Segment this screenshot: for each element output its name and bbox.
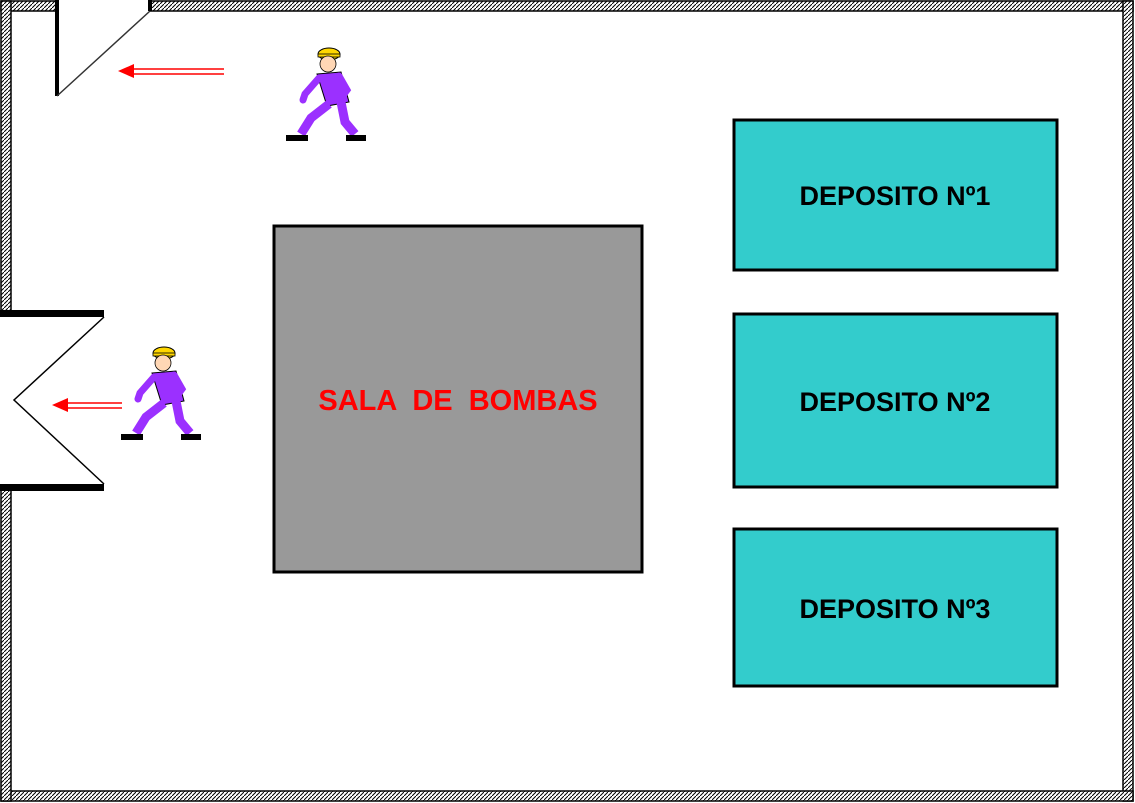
evacuation-arrow-upper: [118, 64, 224, 78]
deposit-2-label: DEPOSITO Nº2: [800, 387, 991, 417]
deposit-3: DEPOSITO Nº3: [732, 527, 1059, 688]
deposit-3-label: DEPOSITO Nº3: [800, 594, 991, 624]
worker-icon: [286, 47, 366, 141]
upper-door: [55, 0, 152, 97]
pump-room: SALA DE BOMBAS: [272, 224, 644, 574]
worker-icon: [121, 346, 201, 440]
deposit-1: DEPOSITO Nº1: [732, 118, 1059, 272]
deposit-2: DEPOSITO Nº2: [732, 312, 1059, 489]
evacuation-arrow-lower: [52, 398, 122, 412]
side-door: [0, 310, 105, 491]
pump-room-label: SALA DE BOMBAS: [318, 385, 597, 417]
deposit-1-label: DEPOSITO Nº1: [800, 181, 991, 211]
